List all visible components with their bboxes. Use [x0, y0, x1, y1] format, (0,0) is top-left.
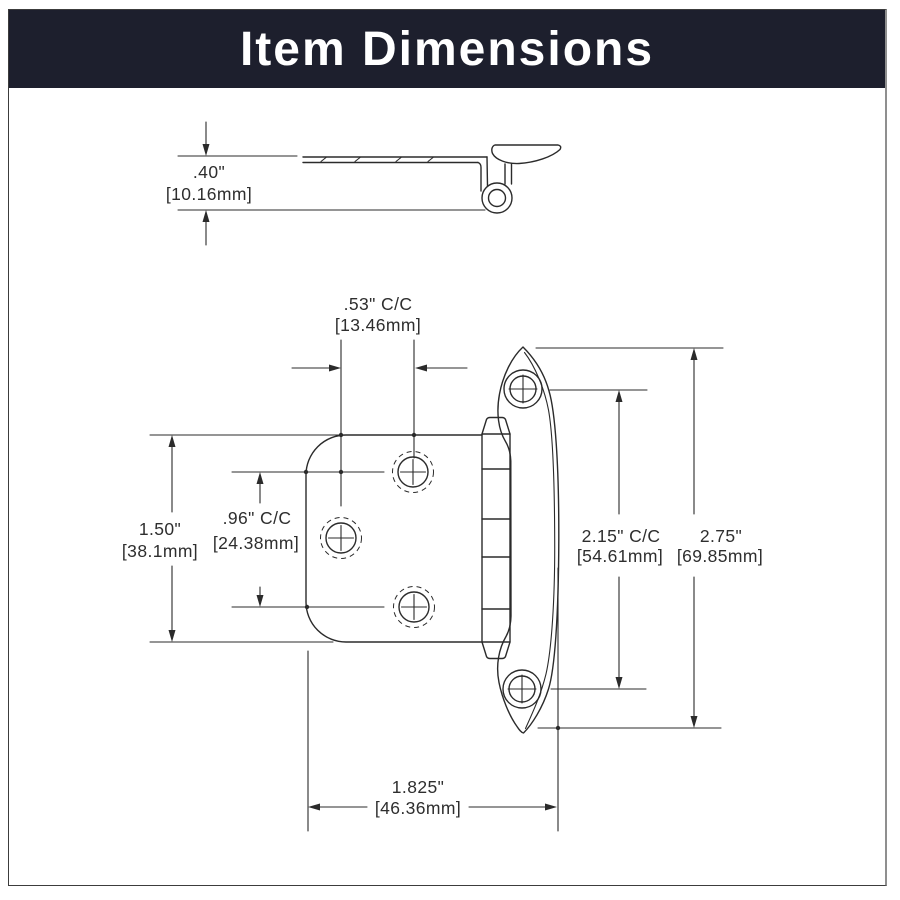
hinge-barrel: [481, 416, 511, 660]
intersection-nodes: [303, 432, 561, 731]
dimension-wing-screw-cc: 2.15" C/C [54.61mm]: [549, 389, 663, 690]
wing-screw-hole-bottom: [502, 669, 542, 709]
dim-plate-height-metric: [38.1mm]: [122, 541, 198, 561]
title-banner: Item Dimensions: [9, 10, 885, 88]
dim-plate-screw-cc-metric: [24.38mm]: [213, 533, 299, 553]
dim-overall-height-metric: [69.85mm]: [677, 546, 763, 566]
dimension-overall-width: 1.825" [46.36mm]: [307, 567, 559, 832]
wing-screw-hole-top: [503, 369, 543, 409]
dim-overall-height-inches: 2.75": [700, 526, 742, 546]
hinge-wing: [496, 346, 560, 734]
drawing-frame: Item Dimensions: [8, 9, 887, 886]
dimension-overall-height: 2.75" [69.85mm]: [535, 347, 763, 729]
dimension-thickness: .40" [10.16mm]: [166, 121, 486, 246]
hinge-plate-edge: [302, 156, 489, 192]
hinge-plate: [305, 434, 483, 643]
plate-screw-hole-middle: [320, 517, 362, 559]
dim-wing-screw-cc-inches: 2.15" C/C: [582, 526, 661, 546]
dim-wing-screw-cc-metric: [54.61mm]: [577, 546, 663, 566]
hinge-wing-edge: [491, 144, 562, 185]
dimension-screw-offset: .53" C/C [13.46mm]: [291, 294, 468, 507]
dim-thickness-metric: [10.16mm]: [166, 184, 252, 204]
dim-overall-width-metric: [46.36mm]: [375, 798, 461, 818]
dimension-plate-height: 1.50" [38.1mm]: [122, 434, 346, 643]
plate-screw-hole-top: [392, 451, 434, 493]
side-view: .40" [10.16mm]: [166, 121, 562, 246]
dim-screw-offset-inches: .53" C/C: [344, 294, 413, 314]
dimension-plate-screw-cc: .96" C/C [24.38mm]: [213, 471, 385, 608]
plate-screw-hole-bottom: [393, 586, 435, 628]
front-view: .53" C/C [13.46mm] 1.50" [38.1mm] .96" C…: [122, 294, 763, 832]
hinge-barrel-end: [481, 182, 513, 214]
dim-screw-offset-metric: [13.46mm]: [335, 315, 421, 335]
dim-overall-width-inches: 1.825": [392, 777, 444, 797]
dim-plate-height-inches: 1.50": [139, 519, 181, 539]
dim-plate-screw-cc-inches: .96" C/C: [223, 508, 292, 528]
page-title: Item Dimensions: [239, 22, 655, 76]
dim-thickness-inches: .40": [193, 162, 225, 182]
